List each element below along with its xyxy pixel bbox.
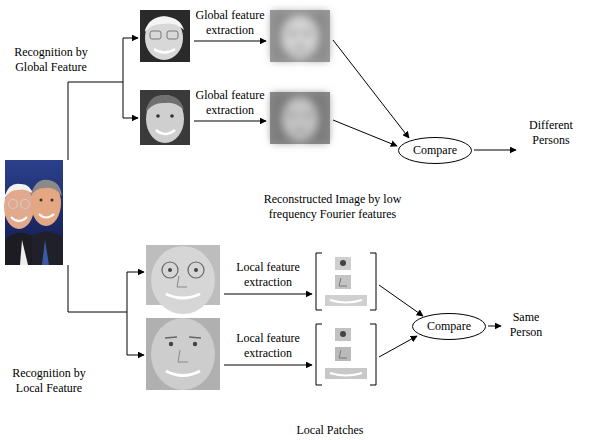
label-text: Local feature extraction bbox=[226, 331, 310, 361]
face-photo bbox=[140, 90, 190, 145]
label-text: Global feature extraction bbox=[194, 8, 266, 38]
label-text: Different Persons bbox=[519, 118, 583, 148]
label-text: Reconstructed Image by low frequency Fou… bbox=[245, 192, 420, 222]
reconstructed-image bbox=[270, 10, 330, 62]
label-text: Recognition by Local Feature bbox=[6, 366, 92, 396]
label-text: Local Patches bbox=[282, 423, 378, 438]
local-patches bbox=[316, 253, 376, 385]
label-text: Local feature extraction bbox=[226, 260, 310, 290]
label-text: Recognition by Global Feature bbox=[8, 45, 94, 75]
label-text: Global feature extraction bbox=[194, 88, 266, 118]
face-photo bbox=[146, 245, 220, 314]
label-text: Same Person bbox=[502, 310, 550, 340]
local-patches bbox=[325, 257, 367, 379]
reconstructed-image bbox=[270, 92, 330, 144]
node-text: Compare bbox=[413, 143, 457, 158]
flow-arrows bbox=[68, 38, 516, 365]
compare-ellipse: Compare bbox=[412, 313, 486, 340]
node-text: Compare bbox=[427, 319, 471, 334]
face-photo bbox=[140, 10, 190, 62]
group-photo bbox=[4, 160, 63, 265]
compare-ellipse: Compare bbox=[398, 137, 472, 164]
face-photo bbox=[146, 318, 220, 390]
